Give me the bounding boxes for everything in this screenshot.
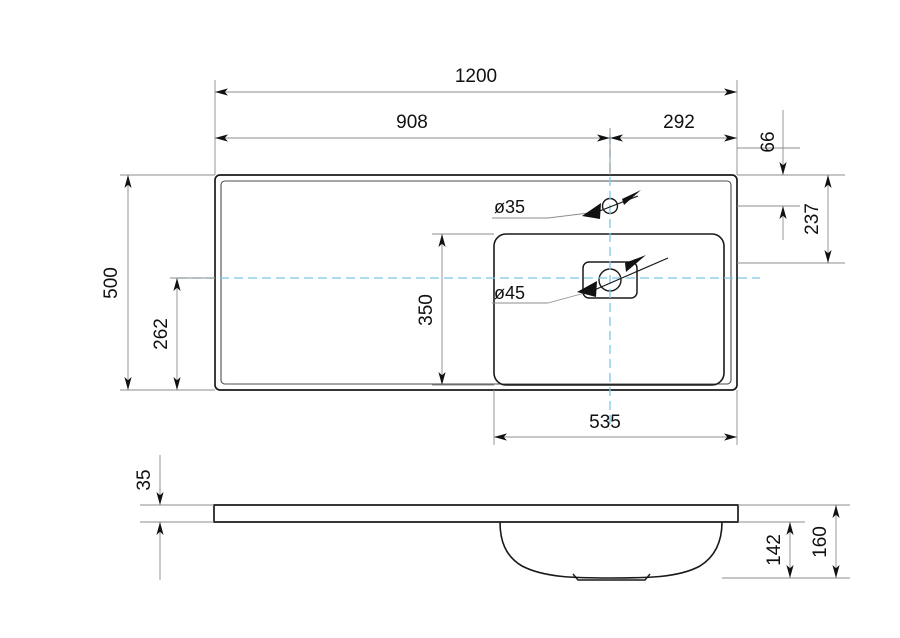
dimension-908: 908	[215, 112, 610, 142]
bowl-outline	[493, 233, 725, 386]
bowl-bottom-step	[572, 573, 651, 581]
dimension-535: 535	[494, 412, 737, 441]
dimension-160-label: 160	[810, 526, 831, 558]
dimension-350: 350	[416, 234, 446, 385]
dimension-262-label: 262	[151, 318, 172, 350]
dimension-66: 66	[758, 110, 787, 240]
callout-tap-hole: ø35	[492, 190, 641, 219]
top-view-extension-lines	[120, 80, 845, 445]
dimension-350-label: 350	[416, 294, 437, 326]
dimension-535-label: 535	[589, 412, 621, 433]
dimension-237-label: 237	[802, 203, 823, 235]
callout-drain-hole-label: ø45	[494, 283, 525, 303]
dimension-292: 292	[610, 112, 737, 142]
center-lines	[178, 135, 760, 430]
dimension-35-label: 35	[134, 469, 155, 490]
dimension-35: 35	[134, 469, 164, 558]
dimension-292-label: 292	[663, 112, 695, 133]
dimension-262: 262	[151, 278, 181, 390]
countertop-inner-rim	[220, 180, 732, 385]
dimension-142: 142	[764, 522, 794, 578]
dimension-500: 500	[101, 175, 132, 390]
dimension-500-label: 500	[101, 267, 122, 299]
bowl-profile-curve	[499, 521, 723, 579]
dimension-160: 160	[810, 505, 840, 578]
dimension-237: 237	[802, 175, 832, 263]
dimension-66-label: 66	[758, 131, 779, 152]
dimension-1200-label: 1200	[455, 66, 497, 87]
dimension-142-label: 142	[764, 534, 785, 566]
dimension-1200: 1200	[215, 66, 737, 96]
dimension-908-label: 908	[396, 112, 428, 133]
countertop-outline	[214, 174, 738, 391]
callout-drain-hole: ø45	[492, 255, 669, 304]
callout-tap-hole-label: ø35	[494, 197, 525, 217]
top-view-geometry	[214, 174, 738, 391]
